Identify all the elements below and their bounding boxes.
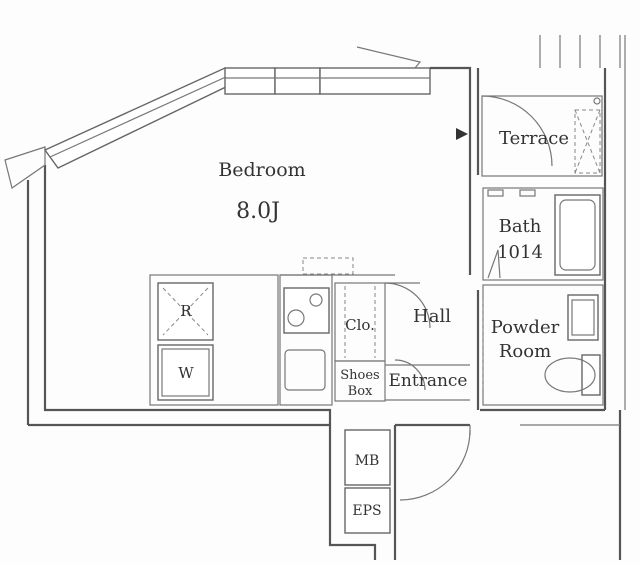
hall-label: Hall — [413, 306, 451, 327]
powder-room-label-2: Room — [499, 341, 551, 362]
bedroom-size: 8.0J — [236, 199, 280, 224]
bath-area — [482, 187, 604, 281]
outer-walls — [4, 35, 626, 560]
mb-box — [344, 429, 391, 486]
washer-box — [157, 344, 214, 401]
service-area — [344, 425, 471, 534]
powder-room-area — [482, 284, 604, 406]
toilet-bowl — [544, 357, 596, 393]
eps-box — [344, 487, 391, 534]
diagonal-window — [43, 67, 233, 169]
refrigerator-label: R — [180, 302, 192, 320]
window-top-mid — [274, 67, 321, 95]
toilet-tank — [581, 354, 601, 396]
powder-room-label-1: Powder — [491, 317, 560, 338]
stove — [283, 287, 330, 334]
bedroom-label: Bedroom — [218, 159, 305, 181]
mb-label: MB — [355, 453, 380, 469]
bathtub — [554, 194, 601, 276]
sink — [567, 294, 599, 341]
window-top-right — [319, 67, 431, 95]
shoes-box-label-2: Box — [348, 384, 373, 399]
closet-label: Clo. — [345, 316, 375, 334]
terrace-label: Terrace — [499, 128, 569, 149]
window-top-left — [224, 67, 276, 95]
bath-size: 1014 — [497, 242, 543, 263]
entrance-label: Entrance — [389, 371, 468, 391]
kitchen-sink — [284, 349, 326, 391]
entry-arrow-icon — [456, 128, 468, 140]
eps-label: EPS — [352, 503, 381, 519]
shoes-box-label-1: Shoes — [340, 368, 379, 383]
terrace-area — [456, 95, 603, 177]
kitchen-area — [149, 257, 395, 406]
washer-label: W — [178, 364, 194, 382]
bath-label: Bath — [499, 216, 542, 237]
closet-area — [334, 282, 470, 402]
